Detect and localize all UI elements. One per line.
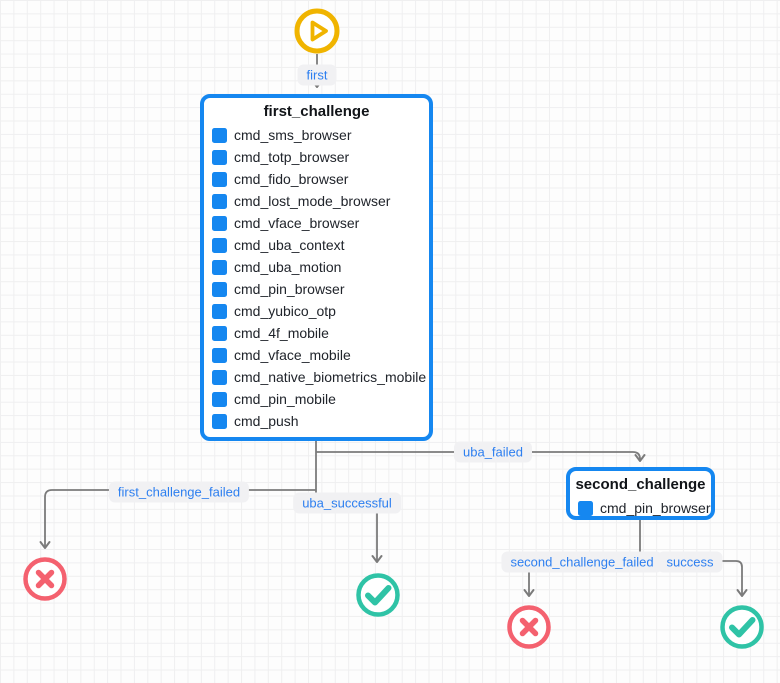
edge-label-uba-successful[interactable]: uba_successful bbox=[293, 492, 401, 514]
action-square-icon bbox=[212, 413, 227, 429]
state-node-second-challenge[interactable]: second_challenge cmd_pin_browser bbox=[566, 467, 715, 520]
action-label: cmd_pin_mobile bbox=[234, 391, 336, 407]
action-label: cmd_fido_browser bbox=[234, 171, 349, 187]
action-label: cmd_pin_browser bbox=[600, 500, 711, 516]
action-square-icon bbox=[212, 149, 227, 165]
action-item[interactable]: cmd_yubico_otp bbox=[212, 300, 421, 322]
play-circle-icon bbox=[294, 8, 340, 54]
action-label: cmd_native_biometrics_mobile bbox=[234, 369, 427, 385]
edge-label-first-challenge-failed[interactable]: first_challenge_failed bbox=[108, 481, 250, 503]
action-square-icon bbox=[212, 303, 227, 319]
action-label: cmd_yubico_otp bbox=[234, 303, 336, 319]
action-label: cmd_4f_mobile bbox=[234, 325, 329, 341]
action-square-icon bbox=[212, 259, 227, 275]
success-node-final[interactable] bbox=[719, 604, 765, 650]
edge-success[interactable] bbox=[640, 560, 748, 597]
action-item[interactable]: cmd_pin_browser bbox=[578, 497, 711, 519]
action-item[interactable]: cmd_pin_mobile bbox=[212, 388, 421, 410]
action-item[interactable]: cmd_4f_mobile bbox=[212, 322, 421, 344]
action-item[interactable]: cmd_native_biometrics_mobile bbox=[212, 366, 426, 388]
state-actions-list: cmd_pin_browser bbox=[570, 496, 711, 523]
action-square-icon bbox=[212, 325, 227, 341]
action-square-icon bbox=[212, 237, 227, 253]
x-circle-icon bbox=[23, 557, 67, 601]
action-square-icon bbox=[212, 347, 227, 363]
action-label: cmd_uba_motion bbox=[234, 259, 342, 275]
action-label: cmd_sms_browser bbox=[234, 127, 352, 143]
check-circle-icon bbox=[356, 573, 400, 617]
action-square-icon bbox=[212, 127, 227, 143]
edge-uba-failed[interactable] bbox=[316, 451, 646, 462]
action-item[interactable]: cmd_uba_context bbox=[212, 234, 421, 256]
action-square-icon bbox=[212, 369, 227, 385]
edge-label-success[interactable]: success bbox=[657, 551, 723, 573]
edge-first-challenge-failed[interactable] bbox=[39, 489, 316, 549]
action-square-icon bbox=[212, 391, 227, 407]
x-circle-icon bbox=[507, 605, 551, 649]
action-label: cmd_vface_mobile bbox=[234, 347, 351, 363]
action-label: cmd_totp_browser bbox=[234, 149, 350, 165]
action-label: cmd_lost_mode_browser bbox=[234, 193, 391, 209]
action-item[interactable]: cmd_totp_browser bbox=[212, 146, 421, 168]
action-item[interactable]: cmd_vface_browser bbox=[212, 212, 421, 234]
action-square-icon bbox=[578, 500, 593, 516]
state-title: first_challenge bbox=[263, 103, 370, 120]
failure-node-first-challenge[interactable] bbox=[22, 556, 68, 602]
action-square-icon bbox=[212, 215, 227, 231]
check-circle-icon bbox=[720, 605, 764, 649]
action-item[interactable]: cmd_pin_browser bbox=[212, 278, 421, 300]
success-node-uba[interactable] bbox=[355, 572, 401, 618]
action-item[interactable]: cmd_lost_mode_browser bbox=[212, 190, 421, 212]
state-node-first-challenge[interactable]: first_challenge cmd_sms_browser cmd_totp_… bbox=[200, 94, 433, 441]
action-label: cmd_push bbox=[234, 413, 299, 429]
action-label: cmd_uba_context bbox=[234, 237, 345, 253]
action-label: cmd_vface_browser bbox=[234, 215, 360, 231]
edge-label-second-challenge-failed[interactable]: second_challenge_failed bbox=[501, 551, 663, 573]
action-square-icon bbox=[212, 171, 227, 187]
edge-label-first[interactable]: first bbox=[297, 64, 337, 86]
action-item[interactable]: cmd_vface_mobile bbox=[212, 344, 421, 366]
action-item[interactable]: cmd_uba_motion bbox=[212, 256, 421, 278]
action-square-icon bbox=[212, 193, 227, 209]
action-item[interactable]: cmd_sms_browser bbox=[212, 124, 421, 146]
failure-node-second-challenge[interactable] bbox=[506, 604, 552, 650]
action-square-icon bbox=[212, 281, 227, 297]
action-label: cmd_pin_browser bbox=[234, 281, 345, 297]
state-title: second_challenge bbox=[575, 476, 706, 493]
start-node[interactable] bbox=[292, 6, 342, 56]
state-actions-list: cmd_sms_browser cmd_totp_browser cmd_fido_… bbox=[204, 123, 429, 436]
action-item[interactable]: cmd_fido_browser bbox=[212, 168, 421, 190]
edge-label-uba-failed[interactable]: uba_failed bbox=[454, 441, 532, 463]
action-item[interactable]: cmd_push bbox=[212, 410, 421, 432]
